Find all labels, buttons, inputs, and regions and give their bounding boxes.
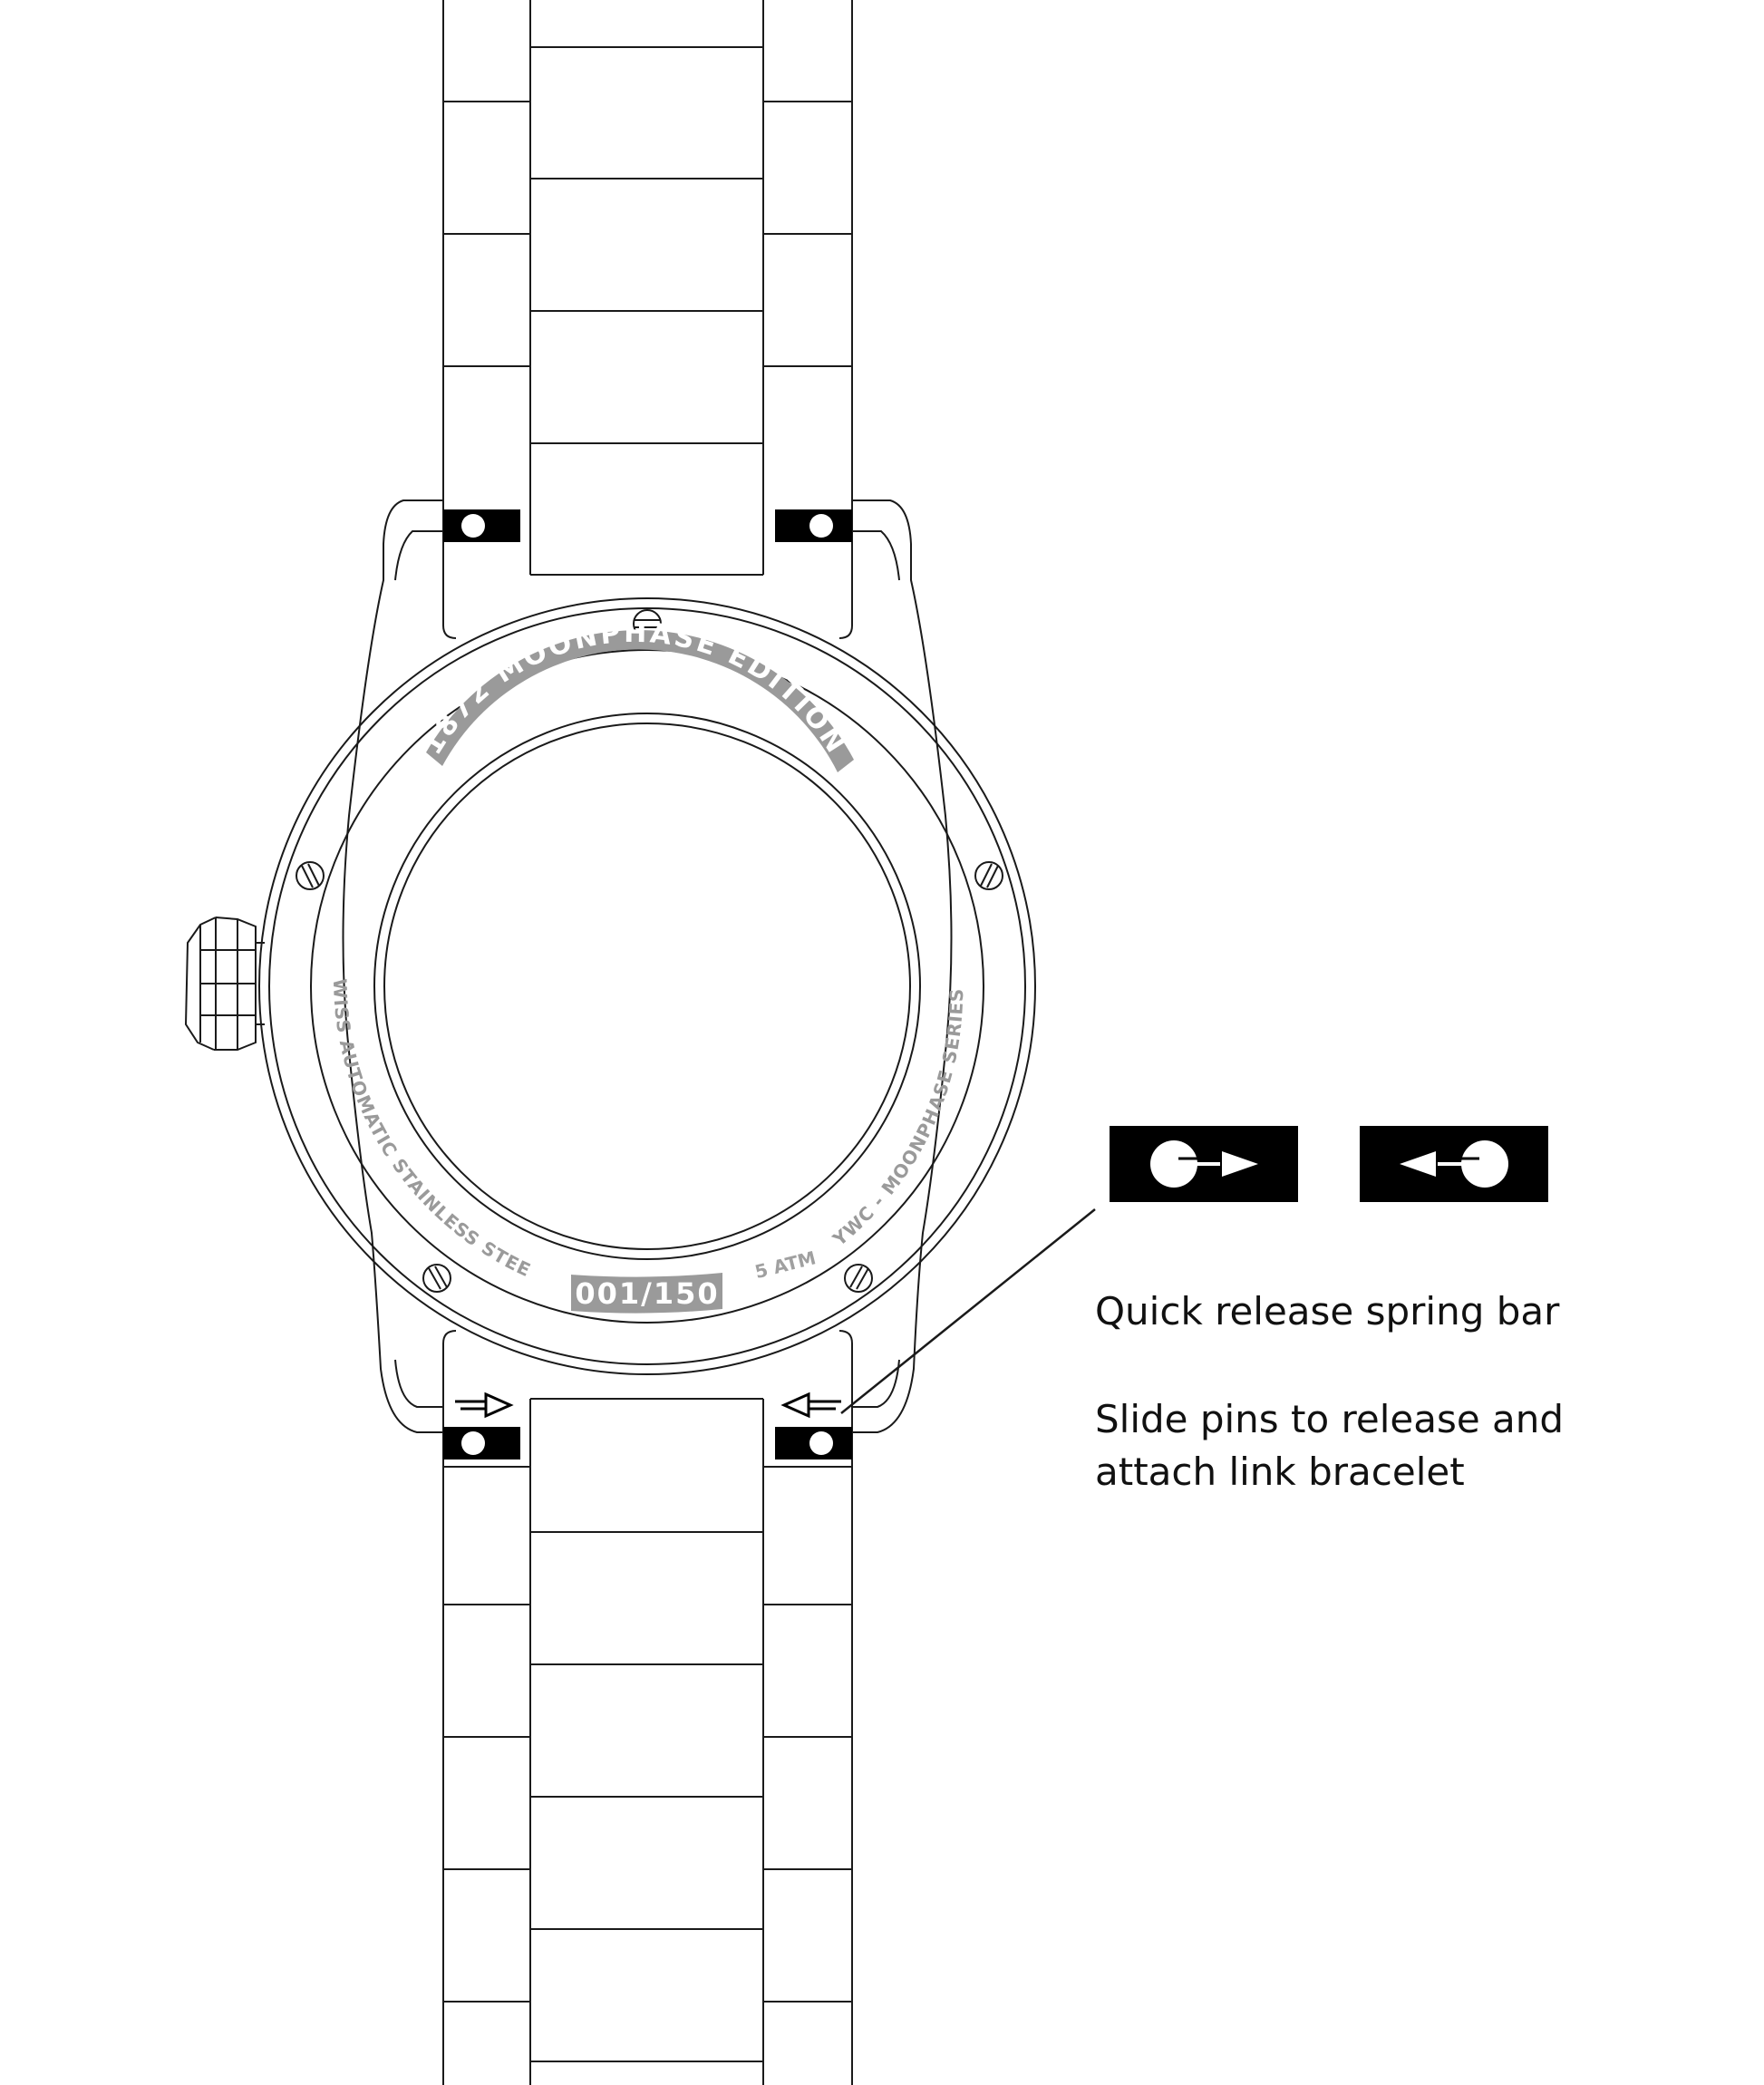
upper-bracelet xyxy=(442,0,853,639)
legend-instruction-line2: attach link bracelet xyxy=(1095,1450,1465,1494)
slide-arrow-left-icon xyxy=(455,1392,514,1419)
serial-number-badge: 001/150 xyxy=(571,1273,722,1314)
spring-bar-pin-top-left xyxy=(443,509,520,542)
leader-line xyxy=(840,1208,1096,1414)
caseback-screws xyxy=(296,609,1003,1293)
caseback-top-badge: 1872 MOONPHASE EDITION xyxy=(416,617,854,772)
spring-bar-release-icon-left xyxy=(1360,1126,1548,1202)
water-resistance-text: 5 ATM xyxy=(752,1246,818,1283)
slide-arrow-right-icon xyxy=(780,1392,841,1419)
spring-bar-pin-top-right xyxy=(775,509,852,542)
spring-bar-release-icon-right xyxy=(1110,1126,1298,1202)
caseback-left-text: SWISS AUTOMATIC STAINLESS STEEL xyxy=(0,0,534,1281)
spring-bar-pin-bottom-left xyxy=(443,1427,520,1460)
svg-text:SWISS AUTOMATIC STAINLESS STEE: SWISS AUTOMATIC STAINLESS STEEL xyxy=(0,0,535,1281)
svg-text:1872 MOONPHASE EDITION: 1872 MOONPHASE EDITION xyxy=(416,617,852,761)
lower-bracelet xyxy=(442,1330,853,2085)
watch-case xyxy=(184,499,953,1433)
spring-bar-pin-bottom-right xyxy=(775,1427,852,1460)
caseback-rings xyxy=(258,597,1036,1375)
caseback-top-text: 1872 MOONPHASE EDITION xyxy=(416,617,849,761)
legend-title: Quick release spring bar xyxy=(1095,1289,1560,1333)
legend-instruction-line1: Slide pins to release and xyxy=(1095,1397,1565,1441)
serial-number-text: 001/150 xyxy=(575,1276,719,1311)
